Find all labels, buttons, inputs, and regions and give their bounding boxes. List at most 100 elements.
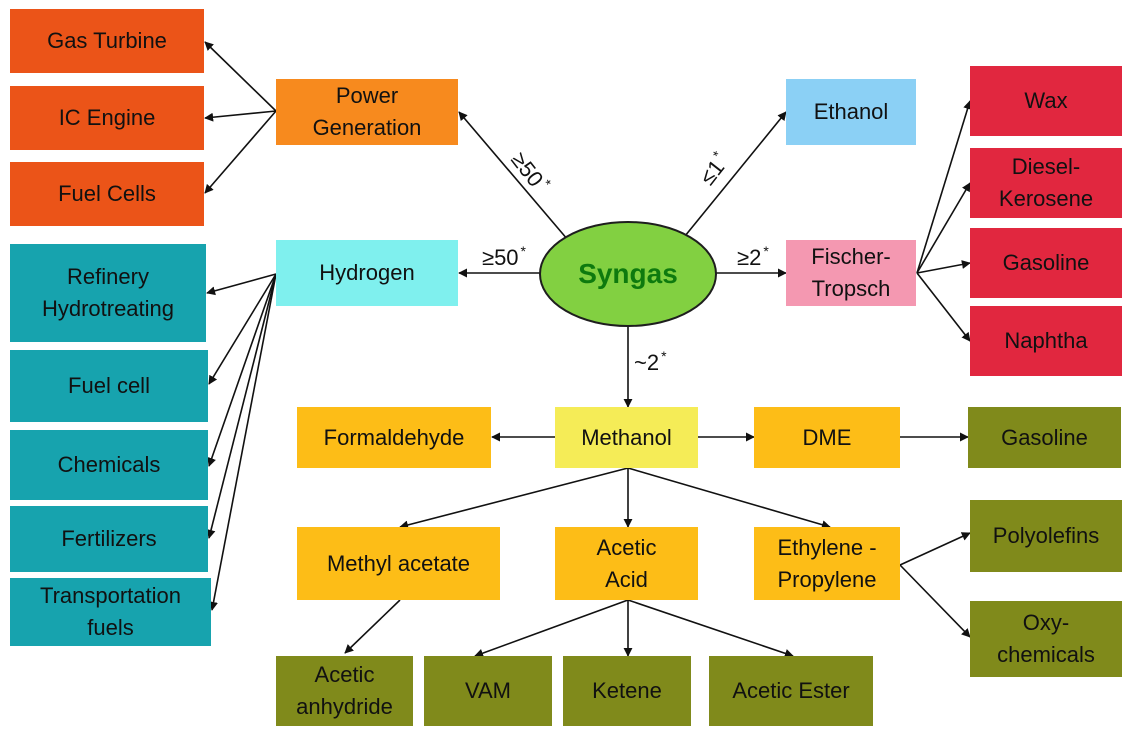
edge-label-methanol-text: ~2	[634, 350, 660, 375]
edge-ethylene-oxychemicals	[899, 564, 971, 638]
node-diesel-line2: Kerosene	[998, 186, 1094, 211]
node-power-generation-line2: Generation	[312, 115, 422, 140]
node-chemicals-label: Chemicals	[57, 452, 161, 478]
node-power-generation-line1: Power	[335, 83, 399, 109]
node-fischer-line1: Fischer-	[811, 244, 891, 270]
node-wax-label: Wax	[1024, 88, 1068, 114]
node-transportation-fuels: Transportation fuels	[10, 578, 211, 646]
node-oxychemicals-line1: Oxy-	[1022, 610, 1070, 636]
node-fuel-cell: Fuel cell	[10, 350, 208, 422]
node-gasoline-ft-label: Gasoline	[1002, 250, 1090, 276]
node-transportation-line1: Transportation	[39, 583, 182, 609]
node-vam-label: VAM	[464, 678, 512, 704]
node-gasoline-dme-label: Gasoline	[1001, 424, 1088, 450]
edge-power-icengine	[204, 110, 277, 122]
edge-fischer-gasoline	[916, 260, 971, 274]
node-fischer-line2: Tropsch	[811, 276, 891, 301]
edge-label-hydrogen: ≥50*	[482, 243, 526, 271]
node-oxychemicals: Oxy-chemicals	[970, 601, 1122, 677]
node-formaldehyde: Formaldehyde	[297, 407, 491, 468]
node-ethylene-line1: Ethylene -	[777, 534, 877, 560]
node-chemicals: Chemicals	[10, 430, 208, 500]
edge-label-hydrogen-text: ≥50	[482, 245, 519, 270]
node-fertilizers: Fertilizers	[10, 506, 208, 572]
node-oxychemicals-line2: chemicals	[997, 642, 1095, 667]
edge-fischer-wax	[916, 100, 972, 274]
node-naphtha-label: Naphtha	[1004, 328, 1088, 354]
node-ethylene-line2: Propylene	[777, 566, 877, 592]
edge-label-fischer-text: ≥2	[737, 245, 762, 270]
node-gasoline-ft: Gasoline	[970, 228, 1122, 298]
edge-hydrogen-fertilizers	[206, 273, 277, 539]
syngas-label: Syngas	[578, 258, 678, 289]
node-diesel-line1: Diesel-	[1011, 154, 1081, 180]
node-gasoline-dme: Gasoline	[968, 407, 1121, 468]
edge-methylacetate-anhydride	[344, 599, 401, 654]
node-refinery-line1: Refinery	[67, 264, 149, 290]
edge-label-fischer: ≥2*	[737, 243, 769, 271]
node-dme: DME	[754, 407, 900, 468]
node-acetic-ester: Acetic Ester	[709, 656, 873, 726]
edge-methanol-ethylene	[627, 467, 831, 530]
node-acetic-ester-label: Acetic Ester	[732, 678, 850, 704]
node-gas-turbine: Gas Turbine	[10, 9, 204, 73]
node-polyolefins: Polyolefins	[970, 500, 1122, 572]
edge-fischer-diesel	[916, 182, 971, 274]
edge-hydrogen-transportation	[209, 273, 277, 611]
syngas-ellipse	[539, 221, 717, 327]
edge-label-methanol: ~2*	[634, 348, 667, 376]
edge-hydrogen-chemicals	[207, 273, 277, 467]
node-ic-engine-label: IC Engine	[58, 105, 156, 131]
node-ethylene-propylene: Ethylene - Propylene	[754, 527, 900, 600]
node-gas-turbine-label: Gas Turbine	[47, 28, 167, 54]
node-methanol-label: Methanol	[581, 424, 672, 450]
node-polyolefins-label: Polyolefins	[992, 523, 1100, 549]
node-naphtha: Naphtha	[970, 306, 1122, 376]
node-anhydride-line2: anhydride	[296, 694, 393, 719]
node-ethanol: Ethanol	[786, 79, 916, 145]
edge-methanol-methylacetate	[399, 467, 629, 530]
edge-aceticacid-ester	[627, 599, 794, 658]
node-methyl-acetate-label: Methyl acetate	[326, 550, 471, 576]
node-acetic-acid-line2: Acid	[605, 566, 648, 592]
node-transportation-line2: fuels	[87, 615, 134, 640]
node-vam: VAM	[424, 656, 552, 726]
node-ketene-label: Ketene	[592, 678, 662, 704]
node-dme-label: DME	[802, 424, 852, 450]
edge-power-fuelcells	[204, 110, 277, 194]
node-methanol: Methanol	[555, 407, 698, 468]
edge-fischer-naphtha	[916, 272, 971, 342]
edge-syngas-power	[458, 111, 569, 241]
node-ketene: Ketene	[563, 656, 691, 726]
edge-hydrogen-fuelcell	[208, 273, 277, 385]
node-hydrogen-label: Hydrogen	[319, 260, 415, 286]
edge-label-fischer-mark: *	[763, 243, 769, 259]
syngas-node: Syngas	[540, 222, 716, 326]
edge-power-gasturbine	[204, 41, 277, 112]
node-fertilizers-label: Fertilizers	[61, 526, 157, 552]
node-fuel-cells: Fuel Cells	[10, 162, 204, 226]
node-fuel-cells-label: Fuel Cells	[58, 181, 156, 207]
edge-label-hydrogen-mark: *	[520, 243, 526, 259]
edge-aceticacid-vam	[474, 599, 629, 658]
node-ethanol-label: Ethanol	[813, 99, 889, 125]
edge-ethylene-polyolefins	[899, 532, 971, 566]
node-refinery-line2: Hydrotreating	[41, 296, 175, 321]
node-acetic-anhydride: Acetic anhydride	[276, 656, 413, 726]
node-wax: Wax	[970, 66, 1122, 136]
node-hydrogen: Hydrogen	[276, 240, 458, 306]
edge-label-methanol-mark: *	[661, 348, 667, 364]
edge-syngas-ethanol	[684, 111, 787, 237]
node-diesel-kerosene: Diesel- Kerosene	[970, 148, 1122, 218]
node-ic-engine: IC Engine	[10, 86, 204, 150]
node-fuel-cell-label: Fuel cell	[68, 373, 150, 399]
edge-hydrogen-refinery	[206, 273, 277, 296]
node-fischer-tropsch: Fischer- Tropsch	[786, 240, 916, 306]
node-acetic-acid-line1: Acetic	[596, 534, 657, 560]
node-formaldehyde-label: Formaldehyde	[323, 424, 465, 450]
node-anhydride-line1: Acetic	[314, 662, 375, 688]
